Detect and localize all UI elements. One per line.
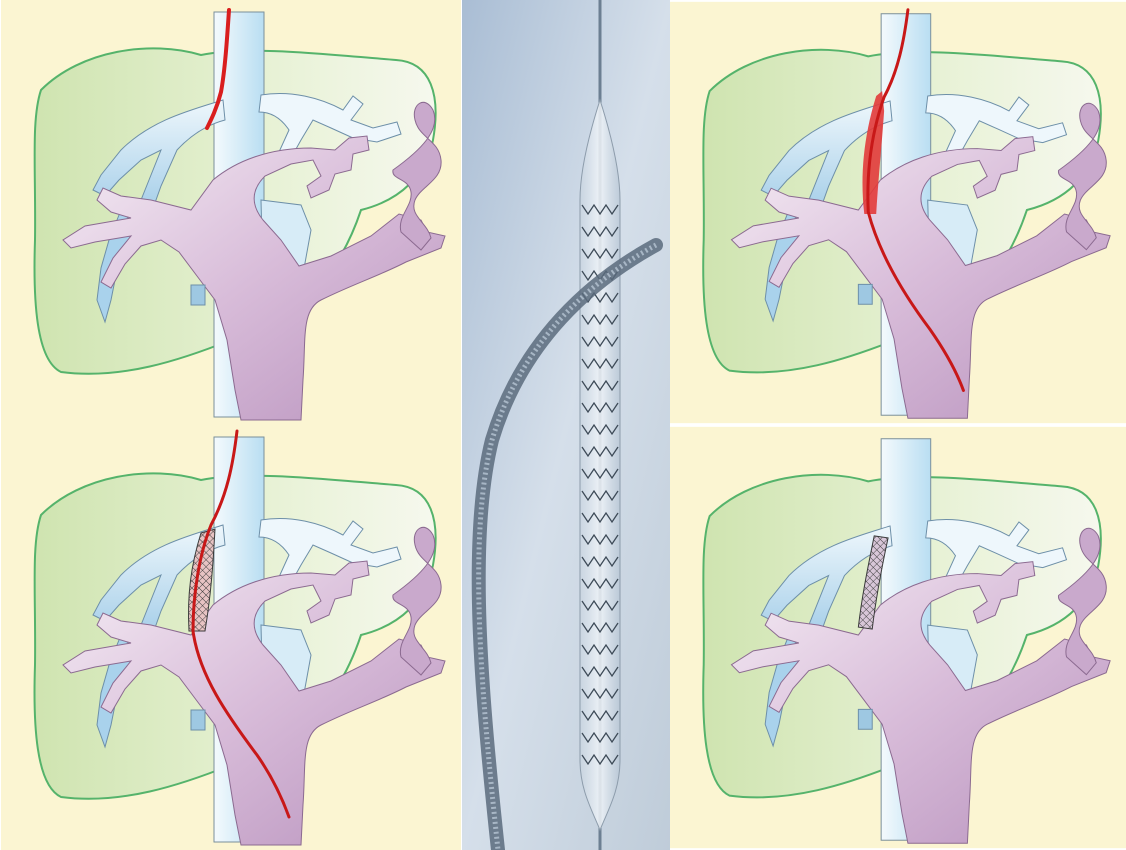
diagram-panel-guidewire [0,0,462,425]
diagram-panel-needle-tract [670,0,1126,425]
diagram-panel-stent-in-place [670,425,1126,850]
diagram-panel-stent-on-catheter [0,425,462,850]
stent-photo [462,0,670,850]
